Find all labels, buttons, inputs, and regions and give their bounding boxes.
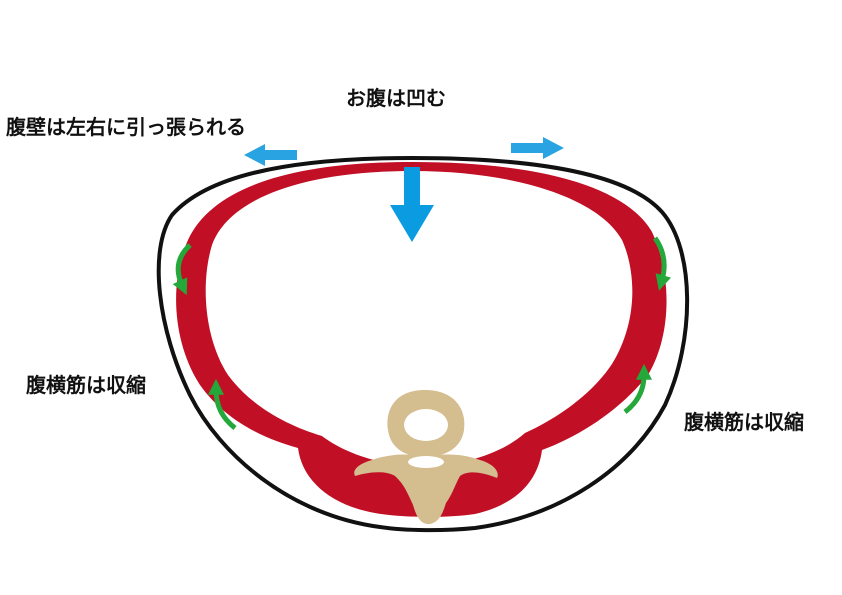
abdominal-cavity xyxy=(208,173,633,466)
curved-arrow-icon xyxy=(623,363,652,414)
vertebra-icon xyxy=(354,390,498,525)
transversus-abdominis-muscle xyxy=(176,162,667,517)
arrow-left-icon xyxy=(244,144,297,166)
curved-arrow-icon xyxy=(172,243,192,296)
curved-arrow-icon xyxy=(652,236,672,291)
abdominal-wall-label: 腹壁は左右に引っ張られる xyxy=(6,115,246,139)
arrow-right-icon xyxy=(511,137,564,159)
belly-caves-label: お腹は凹む xyxy=(346,86,446,110)
muscle-left-label: 腹横筋は収縮 xyxy=(26,373,146,397)
muscle-right-label: 腹横筋は収縮 xyxy=(684,410,804,434)
body-outline xyxy=(156,155,690,533)
curved-arrow-icon xyxy=(208,378,237,430)
arrow-down-icon xyxy=(390,167,434,242)
